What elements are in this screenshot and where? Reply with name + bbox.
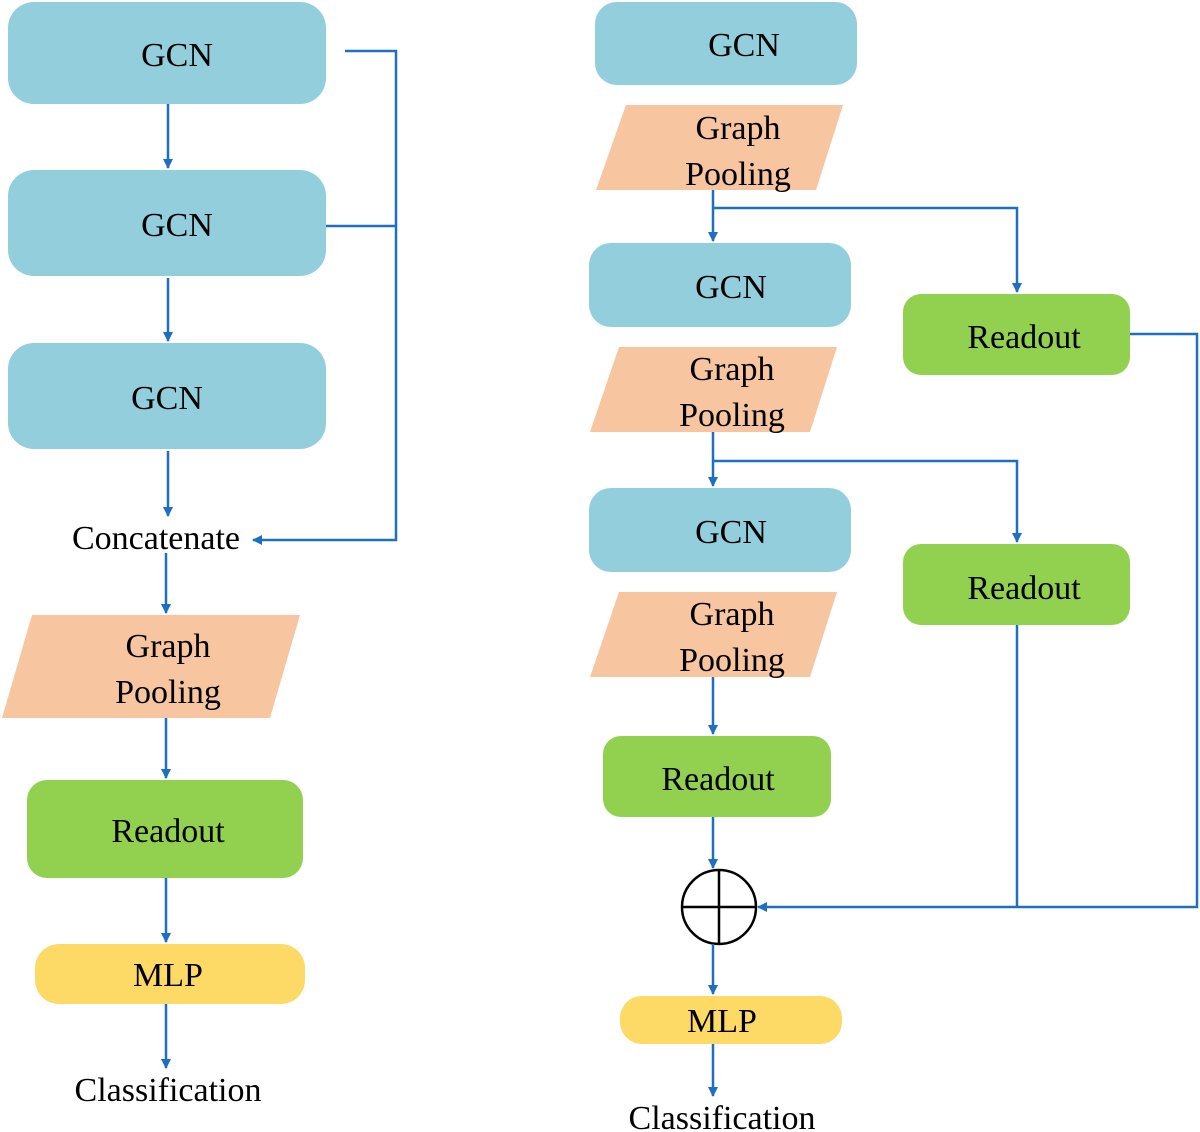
right-gcn-2: GCN [589, 243, 851, 327]
right-readout-side-2-label: Readout [967, 570, 1081, 607]
right-readout-side-1: Readout [903, 294, 1130, 375]
right-readout-main: Readout [603, 736, 831, 817]
left-classification-label: Classification [75, 1072, 262, 1109]
right-readout-side-2: Readout [903, 544, 1130, 625]
left-mlp-label: MLP [133, 957, 203, 994]
right-pooling-2-line2: Pooling [679, 397, 785, 434]
right-architecture: GCN Graph Pooling GCN Graph Pooling GCN … [589, 2, 1199, 1132]
right-readout-main-label: Readout [661, 761, 775, 798]
right-arrow-pool2-readout2 [713, 459, 1022, 543]
right-mlp: MLP [620, 996, 842, 1044]
circled-plus-icon [680, 868, 758, 946]
right-pooling-1-line2: Pooling [685, 156, 791, 193]
left-gcn-2: GCN [8, 170, 326, 276]
right-pooling-3-line2: Pooling [679, 642, 785, 679]
left-mlp: MLP [35, 944, 305, 1004]
left-architecture: GCN GCN GCN Concatenate Graph Pooling Re… [2, 2, 398, 1109]
right-gcn-3-label: GCN [695, 514, 767, 551]
left-gcn-1-label: GCN [141, 37, 213, 74]
left-gcn-2-label: GCN [141, 207, 213, 244]
right-pooling-3-line1: Graph [690, 596, 775, 633]
right-gcn-2-label: GCN [695, 269, 767, 306]
left-pooling-line2: Pooling [115, 674, 221, 711]
right-graph-pooling-3: Graph Pooling [590, 592, 837, 679]
right-pooling-1-line1: Graph [696, 110, 781, 147]
left-skip-connection [252, 49, 398, 545]
left-graph-pooling: Graph Pooling [2, 615, 300, 718]
right-mlp-label: MLP [687, 1003, 757, 1040]
left-gcn-3-label: GCN [131, 380, 203, 417]
left-readout-label: Readout [111, 813, 225, 850]
right-pooling-2-line1: Graph [690, 351, 775, 388]
right-classification-label: Classification [629, 1100, 816, 1132]
right-gcn-1: GCN [595, 2, 857, 85]
right-arrow-pool1-readout1 [713, 206, 1022, 293]
right-arrow-readout1-sum [757, 332, 1199, 912]
left-concatenate-label: Concatenate [72, 520, 240, 557]
right-graph-pooling-1: Graph Pooling [596, 105, 843, 193]
left-readout: Readout [27, 780, 303, 878]
right-graph-pooling-2: Graph Pooling [590, 347, 837, 434]
right-gcn-3: GCN [589, 488, 851, 572]
right-readout-side-1-label: Readout [967, 319, 1081, 356]
left-gcn-3: GCN [8, 343, 326, 449]
left-gcn-1: GCN [8, 2, 326, 104]
right-gcn-1-label: GCN [708, 27, 780, 64]
left-pooling-line1: Graph [126, 628, 211, 665]
